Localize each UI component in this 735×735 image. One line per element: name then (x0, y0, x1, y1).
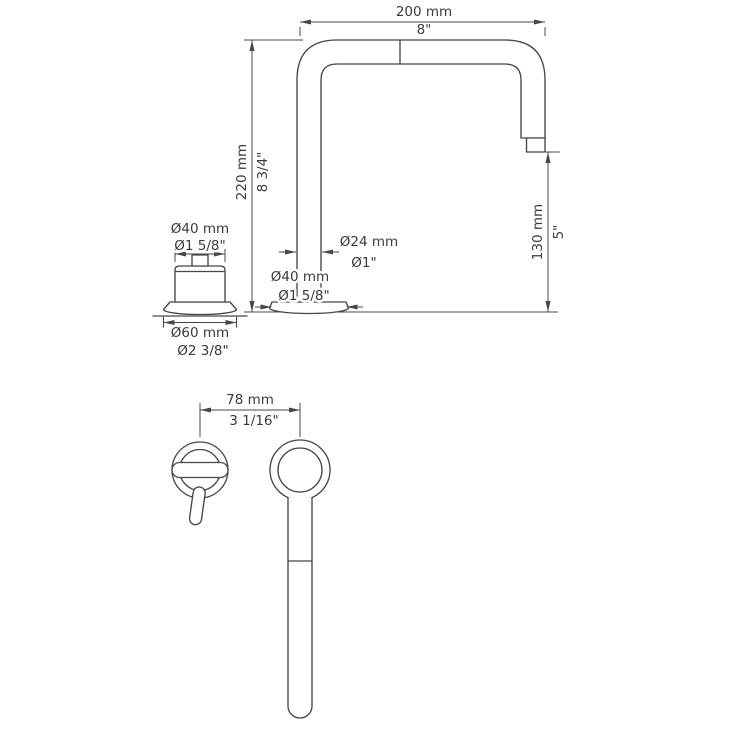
spout-aerator (525, 137, 546, 153)
plan-handle-lever (171, 461, 229, 479)
plan-view (171, 439, 331, 719)
handle-body (174, 265, 226, 303)
plan-spout-inner-circle (277, 447, 323, 493)
reach-metric-label: 200 mm (396, 4, 452, 20)
elevation-view (152, 39, 558, 317)
handle-base-dia-imperial-label: Ø2 3/8" (177, 343, 228, 359)
clearance-metric-label: 130 mm (530, 204, 546, 260)
spout-outline (296, 39, 546, 303)
handle-knob (191, 254, 209, 267)
spacing-imperial-label: 3 1/16" (229, 413, 278, 429)
handle-dia-metric-label: Ø40 mm (171, 221, 229, 237)
spout-base-dia-imperial-label: Ø1 5/8" (278, 288, 329, 304)
handle-dia-imperial-label: Ø1 5/8" (174, 238, 225, 254)
plan-spout-outer-circle (269, 439, 331, 501)
height-imperial-label: 8 3/4" (255, 152, 271, 193)
tube-dia-imperial-label: Ø1" (351, 255, 376, 271)
handle-base-dia-metric-label: Ø60 mm (171, 325, 229, 341)
dimension-labels: 200 mm 8" 220 mm 8 3/4" 130 mm 5" Ø40 mm… (168, 4, 567, 429)
spacing-metric-label: 78 mm (226, 392, 274, 408)
handle-base-flange (162, 301, 238, 316)
dimension-annotations (163, 19, 560, 437)
tube-dia-metric-label: Ø24 mm (340, 234, 398, 250)
clearance-imperial-label: 5" (551, 225, 567, 240)
height-metric-label: 220 mm (234, 144, 250, 200)
reach-imperial-label: 8" (417, 22, 432, 38)
spout-base-dia-metric-label: Ø40 mm (271, 269, 329, 285)
plan-spout-tube (287, 497, 313, 719)
plan-handle-lever-stub (188, 486, 206, 526)
